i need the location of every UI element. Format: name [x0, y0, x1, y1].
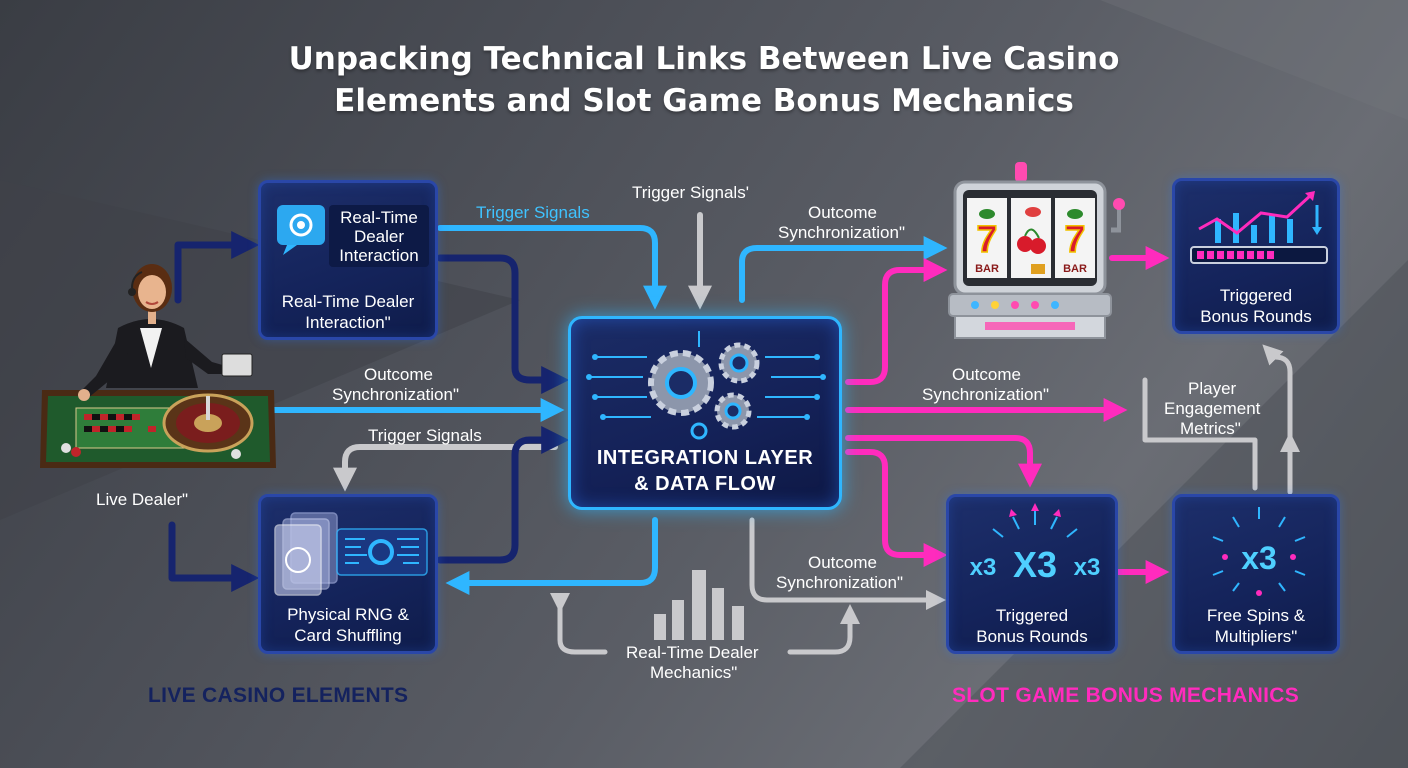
node-free-spins-line1: Free Spins & — [1206, 606, 1306, 625]
arrow-interaction-to-center — [436, 254, 570, 394]
node-free-spins-line2: Multipliers" — [1214, 627, 1298, 646]
arrow-mechanics-right — [787, 604, 860, 655]
node-physical-rng[interactable]: Physical RNG & Card Shuffling — [258, 494, 438, 654]
label-outcome-sync-right-2: Synchronization" — [922, 385, 1049, 404]
chat-gear-icon — [277, 205, 325, 255]
arrow-mechanics-to-center — [550, 593, 608, 655]
label-outcome-sync-top-2: Synchronization" — [778, 223, 905, 242]
center-line-1: INTEGRATION LAYER — [596, 447, 814, 469]
center-line-2: & DATA FLOW — [634, 473, 776, 495]
inner-caption: Real-Time Dealer Interaction — [329, 205, 429, 267]
node-dealer-interaction[interactable]: Real-Time Dealer Interaction Real-Time D… — [258, 180, 438, 340]
node-bonus-top[interactable]: Triggered Bonus Rounds — [1172, 178, 1340, 334]
label-player-engagement-3: Metrics" — [1180, 419, 1241, 438]
section-live-casino: LIVE CASINO ELEMENTS — [148, 684, 409, 707]
free-spins-burst-icon: x3 — [1212, 507, 1306, 596]
node-bonus-mid-line2: Bonus Rounds — [976, 627, 1088, 646]
label-live-dealer: Live Dealer" — [96, 490, 189, 509]
bar-graph-icon — [1190, 191, 1328, 264]
multiplier-burst-icon: x3 X3 x3 — [970, 503, 1101, 585]
svg-text:X3: X3 — [1013, 544, 1057, 585]
label-player-engagement-1: Player — [1188, 379, 1237, 398]
svg-text:7: 7 — [976, 219, 997, 261]
svg-text:x3: x3 — [970, 554, 997, 581]
card-shuffle-icon — [274, 512, 428, 596]
svg-text:x3: x3 — [1074, 554, 1101, 581]
inner-line-1: Real-Time — [340, 208, 418, 227]
svg-text:BAR: BAR — [1063, 263, 1087, 275]
arrow-engagement-up — [1262, 344, 1293, 443]
live-dealer-illustration — [40, 264, 276, 468]
node-free-spins[interactable]: x3 Free Spins & Multipliers" — [1172, 494, 1340, 654]
label-trigger-signals-center: Trigger Signals' — [632, 183, 749, 202]
label-trigger-signals-top: Trigger Signals — [476, 203, 590, 222]
label-dealer-mechanics-2: Mechanics" — [650, 663, 738, 682]
label-trigger-signals-left: Trigger Signals — [368, 426, 482, 445]
inner-line-3: Interaction — [339, 246, 419, 265]
node-rng-line1: Physical RNG & — [287, 605, 409, 624]
arrow-rng-to-center — [436, 426, 570, 564]
arrow-center-to-bonus-mid — [845, 435, 1042, 488]
label-outcome-sync-left-1: Outcome — [364, 365, 433, 384]
label-outcome-sync-bottom-1: Outcome — [808, 553, 877, 572]
label-outcome-sync-top-1: Outcome — [808, 203, 877, 222]
section-slot-bonus: SLOT GAME BONUS MECHANICS — [952, 684, 1300, 707]
label-dealer-mechanics-1: Real-Time Dealer — [626, 643, 759, 662]
page-title: Unpacking Technical Links Between Live C… — [0, 38, 1408, 122]
label-outcome-sync-bottom-2: Synchronization" — [776, 573, 903, 592]
node-bonus-top-line1: Triggered — [1219, 286, 1293, 305]
arrow-center-to-slot-magenta — [845, 258, 948, 385]
node-dealer-interaction-line1: Real-Time Dealer — [281, 292, 415, 311]
label-player-engagement-2: Engagement — [1164, 399, 1261, 418]
bottom-bars-icon — [654, 570, 744, 640]
node-bonus-mid[interactable]: x3 X3 x3 Triggered Bonus Rounds — [946, 494, 1118, 654]
arrow-trigger-signals-left — [333, 444, 558, 492]
title-line-2: Elements and Slot Game Bonus Mechanics — [334, 83, 1074, 119]
node-bonus-top-line2: Bonus Rounds — [1200, 307, 1312, 326]
arrow-center-to-bonus-mid-2 — [845, 449, 948, 567]
title-line-1: Unpacking Technical Links Between Live C… — [288, 41, 1120, 77]
label-outcome-sync-right-1: Outcome — [952, 365, 1021, 384]
gears-icon — [586, 331, 826, 440]
svg-text:BAR: BAR — [975, 263, 999, 275]
svg-text:7: 7 — [1064, 219, 1085, 261]
svg-text:x3: x3 — [1241, 540, 1277, 576]
label-outcome-sync-left-2: Synchronization" — [332, 385, 459, 404]
inner-line-2: Dealer — [353, 227, 405, 246]
arrow-center-to-slot — [739, 236, 948, 303]
node-dealer-interaction-line2: Interaction" — [305, 313, 391, 332]
node-integration-layer[interactable]: INTEGRATION LAYER & DATA FLOW — [568, 316, 842, 510]
arrow-trigger-signals-top — [437, 225, 667, 310]
node-rng-line2: Card Shuffling — [294, 626, 402, 645]
arrow-center-to-rng — [445, 517, 658, 595]
arrow-dealer-to-rng — [168, 521, 260, 592]
node-bonus-mid-line1: Triggered — [995, 606, 1069, 625]
slot-machine-illustration: 7 7 BAR BAR — [948, 162, 1125, 339]
